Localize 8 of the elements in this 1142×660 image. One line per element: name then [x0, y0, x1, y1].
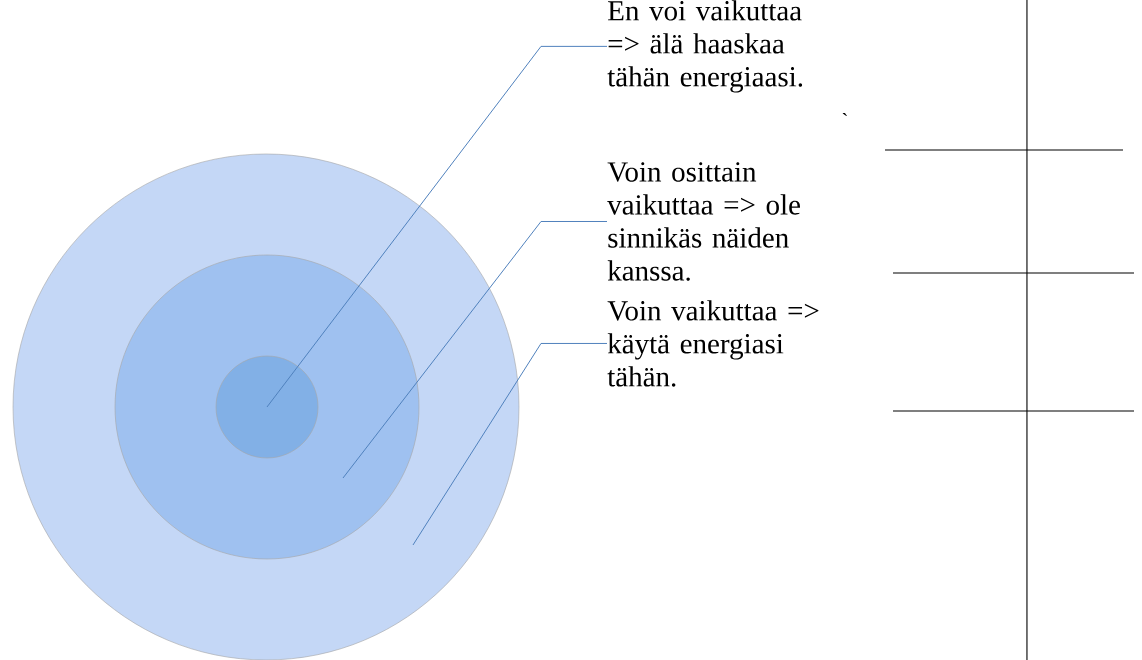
callout-text: Voin osittain vaikuttaa => ole sinnikäs näiden kanssa.	[607, 162, 800, 281]
leader-line	[412, 342, 608, 546]
callout-text: En voi vaikuttaa => älä haaskaa tähän energiaasi.	[607, 0, 803, 93]
ring-circle	[215, 355, 319, 459]
note-mark: `	[842, 113, 847, 116]
leader-line	[266, 45, 608, 408]
callout-text: Voin vaikuttaa => käytä energiasi tähän.	[607, 300, 819, 387]
leader-line	[342, 221, 608, 479]
